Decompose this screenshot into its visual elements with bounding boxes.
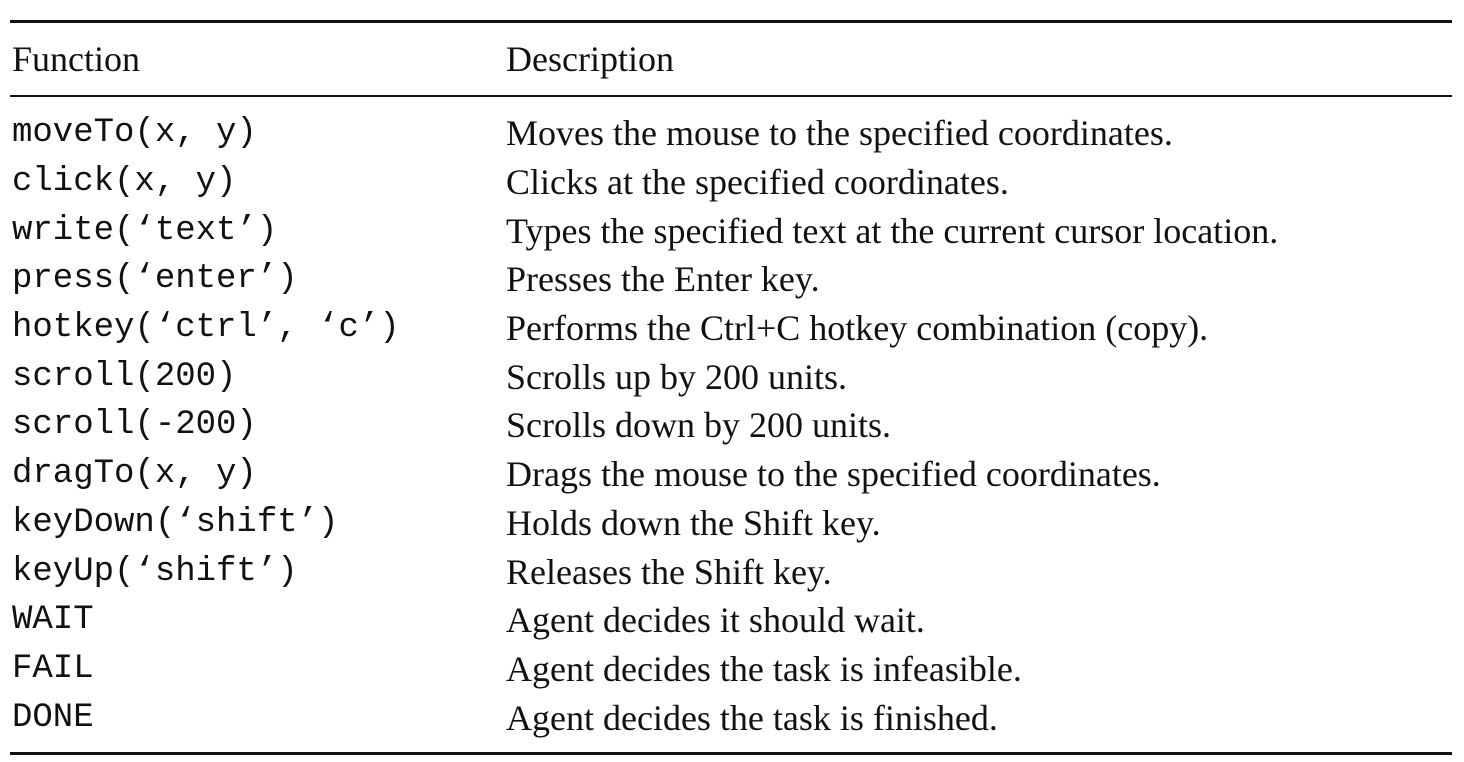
function-cell: DONE	[12, 698, 94, 737]
table-top-rule	[10, 20, 1452, 23]
function-cell: write(‘text’)	[12, 211, 278, 250]
table-row: WAIT Agent decides it should wait.	[10, 596, 1452, 645]
description-cell: Performs the Ctrl+C hotkey combination (…	[506, 308, 1209, 349]
function-cell: moveTo(x, y)	[12, 114, 257, 153]
table-row: dragTo(x, y) Drags the mouse to the spec…	[10, 450, 1452, 499]
function-cell: dragTo(x, y)	[12, 455, 257, 494]
table-row: scroll(-200) Scrolls down by 200 units.	[10, 401, 1452, 450]
header-description: Description	[506, 39, 674, 79]
function-cell: WAIT	[12, 601, 94, 640]
description-cell: Agent decides it should wait.	[506, 600, 925, 641]
description-cell: Clicks at the specified coordinates.	[506, 162, 1009, 203]
function-cell: scroll(200)	[12, 357, 237, 396]
table-row: keyDown(‘shift’) Holds down the Shift ke…	[10, 499, 1452, 548]
header-function: Function	[12, 39, 141, 79]
function-cell: FAIL	[12, 649, 94, 688]
description-cell: Moves the mouse to the specified coordin…	[506, 113, 1173, 154]
table-header-row: Function Description	[10, 23, 1452, 95]
description-cell: Releases the Shift key.	[506, 551, 832, 592]
table-bottom-rule	[10, 751, 1452, 755]
function-cell: hotkey(‘ctrl’, ‘c’)	[12, 309, 400, 348]
table-row: moveTo(x, y) Moves the mouse to the spec…	[10, 109, 1452, 158]
table-row: keyUp(‘shift’) Releases the Shift key.	[10, 547, 1452, 596]
table-row: press(‘enter’) Presses the Enter key.	[10, 255, 1452, 304]
description-cell: Presses the Enter key.	[506, 259, 820, 300]
table-body: moveTo(x, y) Moves the mouse to the spec…	[10, 97, 1452, 752]
table-row: click(x, y) Clicks at the specified coor…	[10, 158, 1452, 207]
table-row: scroll(200) Scrolls up by 200 units.	[10, 352, 1452, 401]
table-header-rule	[10, 95, 1452, 97]
action-table: Function Description moveTo(x, y) Moves …	[10, 20, 1452, 755]
table-row: write(‘text’) Types the specified text a…	[10, 206, 1452, 255]
description-cell: Types the specified text at the current …	[506, 210, 1279, 251]
table-row: hotkey(‘ctrl’, ‘c’) Performs the Ctrl+C …	[10, 304, 1452, 353]
description-cell: Agent decides the task is finished.	[506, 697, 998, 738]
table-row: FAIL Agent decides the task is infeasibl…	[10, 645, 1452, 694]
function-cell: click(x, y)	[12, 163, 237, 202]
description-cell: Scrolls up by 200 units.	[506, 356, 848, 397]
function-cell: press(‘enter’)	[12, 260, 298, 299]
function-cell: keyDown(‘shift’)	[12, 503, 339, 542]
description-cell: Holds down the Shift key.	[506, 502, 881, 543]
description-cell: Agent decides the task is infeasible.	[506, 648, 1022, 689]
table-row: DONE Agent decides the task is finished.	[10, 693, 1452, 742]
function-cell: scroll(-200)	[12, 406, 257, 445]
function-cell: keyUp(‘shift’)	[12, 552, 298, 591]
description-cell: Drags the mouse to the specified coordin…	[506, 454, 1161, 495]
description-cell: Scrolls down by 200 units.	[506, 405, 892, 446]
